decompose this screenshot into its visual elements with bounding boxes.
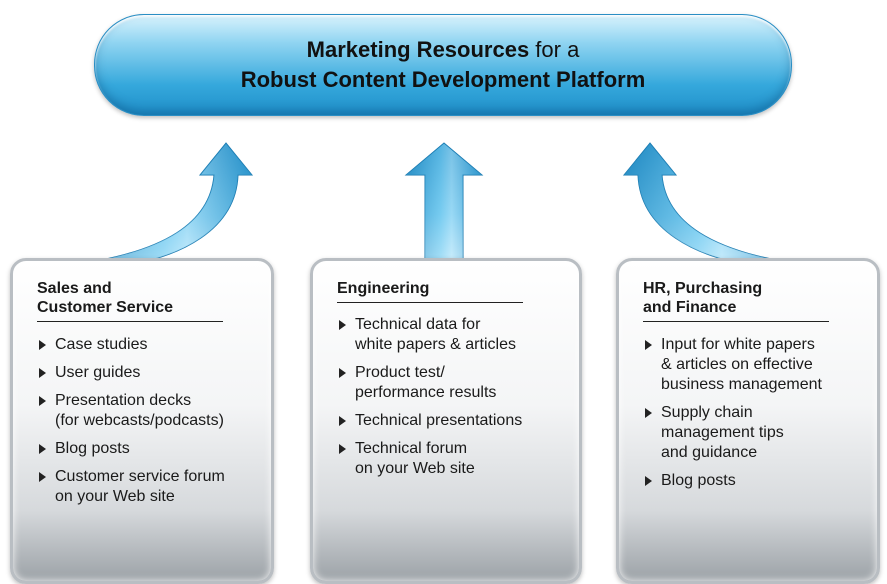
list-item: User guides xyxy=(37,363,225,383)
bullet-icon xyxy=(339,320,346,330)
list-item: Presentation decks (for webcasts/podcasts… xyxy=(37,391,225,431)
heading-line: Engineering xyxy=(337,280,430,297)
list-item: Technical presentations xyxy=(337,411,522,431)
bullet-icon xyxy=(339,444,346,454)
center-arrow xyxy=(404,142,484,263)
item-text: Case studies xyxy=(55,336,148,353)
item-text: business management xyxy=(661,376,822,393)
item-text: Product test/ xyxy=(355,364,445,381)
bullet-icon xyxy=(39,368,46,378)
list-item: Input for white papers & articles on effe… xyxy=(643,335,822,395)
banner-title-bold: Marketing Resources xyxy=(306,37,530,62)
item-text: User guides xyxy=(55,364,141,381)
item-text: Technical forum xyxy=(355,440,468,457)
bullet-icon xyxy=(39,396,46,406)
item-text: & articles on effective xyxy=(661,356,813,373)
heading-line: Sales and xyxy=(37,280,112,297)
list-item: Blog posts xyxy=(37,439,225,459)
item-text: Customer service forum xyxy=(55,468,225,485)
diagram: Marketing Resources for a Robust Content… xyxy=(10,14,880,584)
list-item: Technical forum on your Web site xyxy=(337,439,522,479)
item-list: Input for white papers & articles on effe… xyxy=(643,335,822,499)
panel-heading: Engineering xyxy=(337,279,523,303)
bullet-icon xyxy=(39,340,46,350)
item-text: Blog posts xyxy=(55,440,130,457)
heading-line: and Finance xyxy=(643,299,737,316)
panel-engineering: Engineering Technical data for white pape… xyxy=(310,258,582,584)
item-text: Technical presentations xyxy=(355,412,523,429)
list-item: Blog posts xyxy=(643,471,822,491)
heading-line: Customer Service xyxy=(37,299,174,316)
item-text: white papers & articles xyxy=(355,336,516,353)
item-text: (for webcasts/podcasts) xyxy=(55,412,224,429)
item-text: performance results xyxy=(355,384,497,401)
left-arrow xyxy=(89,142,254,267)
bullet-icon xyxy=(39,444,46,454)
panel-heading: HR, Purchasing and Finance xyxy=(643,279,829,322)
list-item: Case studies xyxy=(37,335,225,355)
arrows xyxy=(89,142,788,267)
item-list: Case studies User guides Presentation de… xyxy=(37,335,225,515)
item-text: Input for white papers xyxy=(661,336,815,353)
banner-line-2: Robust Content Development Platform xyxy=(240,67,646,92)
title-banner: Marketing Resources for a Robust Content… xyxy=(94,14,792,116)
list-item: Product test/performance results xyxy=(337,363,522,403)
list-item: Supply chain management tips and guidance xyxy=(643,403,822,463)
item-text: Supply chain xyxy=(661,404,753,421)
bullet-icon xyxy=(645,476,652,486)
banner-title-rest: for a xyxy=(529,37,580,62)
panel-sales: Sales and Customer Service Case studies … xyxy=(10,258,274,584)
item-text: on your Web site xyxy=(355,460,475,477)
panel-hr-finance: HR, Purchasing and Finance Input for whi… xyxy=(616,258,880,584)
right-arrow xyxy=(622,142,788,267)
bullet-icon xyxy=(339,368,346,378)
item-list: Technical data for white papers & article… xyxy=(337,315,522,487)
list-item: Customer service forum on your Web site xyxy=(37,467,225,507)
panel-heading: Sales and Customer Service xyxy=(37,279,223,322)
item-text: Blog posts xyxy=(661,472,736,489)
list-item: Technical data for white papers & article… xyxy=(337,315,522,355)
item-text: management tips xyxy=(661,424,784,441)
item-text: and guidance xyxy=(661,444,758,461)
bullet-icon xyxy=(645,340,652,350)
item-text: Technical data for xyxy=(355,316,481,333)
item-text: Presentation decks xyxy=(55,392,192,409)
bullet-icon xyxy=(645,408,652,418)
banner-line-1: Marketing Resources for a xyxy=(95,35,791,65)
bullet-icon xyxy=(339,416,346,426)
heading-line: HR, Purchasing xyxy=(643,280,763,297)
bullet-icon xyxy=(39,472,46,482)
item-text: on your Web site xyxy=(55,488,175,505)
